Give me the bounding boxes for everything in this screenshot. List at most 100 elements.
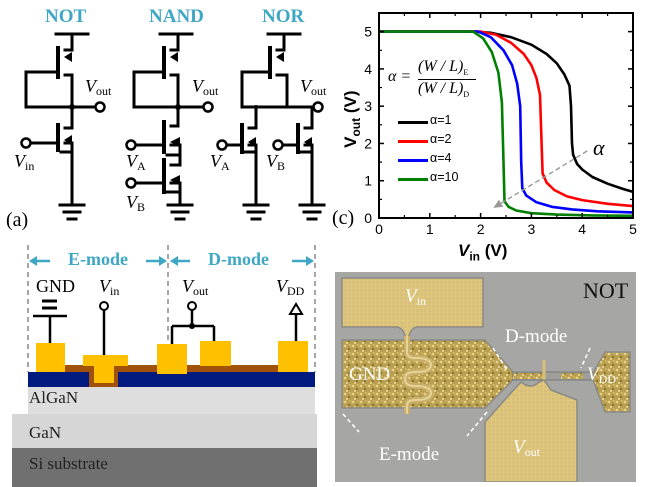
x-tick-label: 0	[375, 221, 383, 237]
label-var: V	[300, 76, 311, 96]
micrograph-drawing	[341, 277, 631, 482]
panel-c-label: (c)	[332, 207, 355, 229]
label-sub: B	[137, 200, 146, 214]
micro-d-mode-label: D-mode	[505, 326, 568, 347]
algan-layer	[28, 387, 315, 414]
gnd-contact	[36, 343, 65, 372]
formula-bar	[418, 79, 476, 80]
nor-vout-label: Vout	[300, 76, 326, 99]
formula-denominator: (W / L)D	[418, 80, 469, 99]
formula-num-text: (W / L)	[418, 58, 464, 75]
micro-e-mode-label: E-mode	[379, 444, 440, 465]
y-axis-title: Vout (V)	[341, 64, 363, 174]
x-tick-label: 4	[578, 221, 586, 237]
label-var: V	[14, 151, 25, 171]
alpha-arrow-label: α	[593, 135, 605, 160]
label-sub: out	[203, 84, 219, 98]
si-substrate-label: Si substrate	[29, 454, 108, 473]
gate-title-nor: NOR	[262, 6, 305, 27]
label-sub: A	[137, 159, 146, 173]
vdd-contact	[278, 341, 308, 372]
y-tick-label: 5	[364, 24, 372, 40]
gan-label: GaN	[29, 423, 62, 442]
nor-va-label: VA	[210, 151, 230, 174]
series-line-3	[379, 30, 634, 214]
y-axis-unit: (V)	[340, 90, 360, 118]
nand-vb-label: VB	[126, 192, 145, 215]
x-tick-label: 3	[528, 221, 536, 237]
x-axis-var: V	[458, 241, 470, 260]
label-sub: in	[416, 294, 426, 308]
legend-label: α=10	[430, 170, 459, 184]
gate-title-not: NOT	[45, 6, 87, 27]
label-sub: in	[110, 284, 120, 298]
label-sub: out	[524, 445, 540, 459]
x-axis-title: Vin (V)	[458, 241, 507, 263]
vin-terminal-label: Vin	[99, 276, 119, 299]
label-sub: in	[25, 159, 35, 173]
micro-vdd-label: VDD	[587, 364, 616, 387]
not-vin-label: Vin	[14, 151, 34, 174]
label-var: V	[587, 364, 599, 385]
x-axis-unit: (V)	[480, 241, 508, 260]
nand-vout-label: Vout	[192, 76, 218, 99]
x-tick-label: 1	[426, 221, 434, 237]
x-tick-label: 5	[629, 221, 637, 237]
legend-swatch	[398, 121, 428, 124]
y-tick-label: 2	[364, 135, 372, 151]
alpha-arrow-head	[493, 199, 504, 208]
y-tick-label: 0	[364, 210, 372, 226]
formula-num-sub: E	[463, 68, 469, 78]
label-var: V	[99, 276, 110, 296]
series-line-1	[379, 30, 634, 194]
label-var: V	[126, 151, 137, 171]
label-sub: out	[193, 284, 209, 298]
label-sub: out	[96, 84, 112, 98]
micrograph-title: NOT	[583, 278, 629, 303]
vin-gate-contact	[83, 355, 128, 383]
x-tick-label: 2	[477, 221, 485, 237]
legend-swatch	[398, 159, 428, 162]
d-mode-gate-contact	[200, 341, 231, 366]
legend-swatch	[398, 178, 428, 181]
y-axis-var: V	[340, 136, 360, 148]
alpha-trend-arrow	[497, 150, 588, 206]
gan-layer	[12, 414, 317, 448]
gnd-terminal-label: GND	[36, 276, 75, 296]
chart-legend: α=1 α=2 α=4 α=10	[398, 113, 478, 193]
label-var: V	[126, 192, 137, 212]
not-gate-circuit	[24, 32, 98, 221]
panel-d-micrograph: NOT Vin GND VDD Vout D-mode E-mode	[335, 272, 636, 482]
label-sub: B	[277, 159, 286, 173]
series-line-2	[379, 30, 634, 208]
not-vout-label: Vout	[85, 76, 111, 99]
si-substrate-layer	[12, 448, 317, 487]
vdd-pad	[592, 351, 631, 413]
label-var: V	[513, 437, 525, 458]
nor-vb-label: VB	[266, 151, 285, 174]
panel-b-cross-section: E-mode D-mode GND Vin Vout VDD AlGaN GaN…	[0, 240, 330, 487]
vout-terminal-label: Vout	[182, 276, 208, 299]
e-mode-label: E-mode	[68, 249, 128, 269]
label-var: V	[405, 286, 417, 307]
y-tick-label: 3	[364, 98, 372, 114]
vout-pad	[484, 379, 578, 482]
formula-den-sub: D	[463, 90, 470, 100]
formula-den-text: (W / L)	[418, 80, 464, 97]
label-var: V	[266, 151, 277, 171]
label-sub: DD	[287, 284, 305, 298]
passivation-layer	[28, 372, 315, 387]
label-sub: out	[311, 84, 327, 98]
label-sub: A	[221, 159, 230, 173]
d-mode-label: D-mode	[208, 249, 269, 269]
series-line-4	[379, 30, 634, 218]
nand-va-label: VA	[126, 151, 146, 174]
micro-vin-label: Vin	[405, 286, 426, 309]
legend-label: α=4	[430, 151, 452, 165]
formula-numerator: (W / L)E	[418, 58, 468, 77]
y-tick-label: 1	[364, 173, 372, 189]
d-mode-source-contact	[157, 344, 187, 374]
label-sub: DD	[598, 372, 616, 386]
label-var: V	[276, 276, 287, 296]
